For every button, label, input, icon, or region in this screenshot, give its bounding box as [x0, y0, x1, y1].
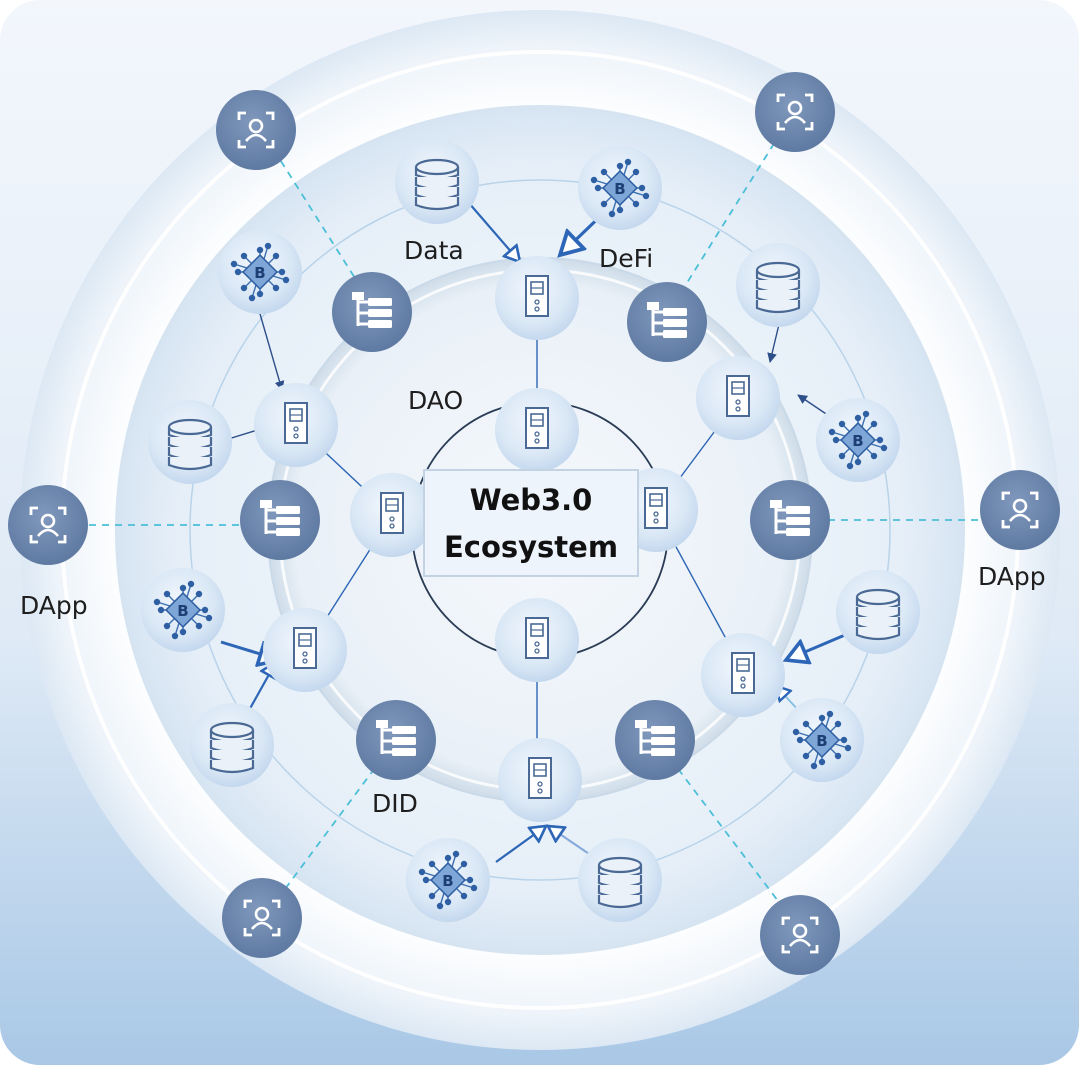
server-icon	[495, 388, 579, 472]
blockchain-b-icon: B	[780, 698, 864, 782]
svg-text:B: B	[852, 432, 863, 450]
blockchain-nodes: B B B B B B	[141, 146, 900, 922]
database-icon	[836, 570, 920, 654]
server-icon	[350, 473, 434, 557]
database-icon	[736, 243, 820, 327]
tree-list-icon	[750, 480, 830, 560]
svg-text:B: B	[816, 732, 827, 750]
server-icon	[696, 356, 780, 440]
tree-list-icon	[240, 480, 320, 560]
svg-text:B: B	[442, 872, 453, 890]
blockchain-b-icon: B	[218, 230, 302, 314]
database-icon	[395, 140, 479, 224]
blockchain-b-icon: B	[406, 838, 490, 922]
database-icon	[148, 400, 232, 484]
tree-nodes	[240, 272, 830, 780]
server-nodes	[254, 256, 785, 822]
svg-text:B: B	[614, 180, 625, 198]
tree-list-icon	[627, 282, 707, 362]
label-defi: DeFi	[599, 244, 653, 273]
server-icon	[498, 738, 582, 822]
server-icon	[254, 383, 338, 467]
user-scan-icon	[755, 72, 835, 152]
database-icon	[190, 703, 274, 787]
blockchain-b-icon: B	[141, 568, 225, 652]
label-dapp-right: DApp	[978, 562, 1046, 591]
center-title-line2: Ecosystem	[444, 530, 618, 564]
label-data: Data	[404, 236, 464, 265]
center-title-line1: Web3.0	[470, 483, 593, 517]
user-scan-icon	[222, 878, 302, 958]
label-dao: DAO	[408, 386, 463, 415]
server-icon	[701, 633, 785, 717]
server-icon	[263, 608, 347, 692]
label-dapp-left: DApp	[20, 591, 88, 620]
label-did: DID	[372, 789, 418, 818]
user-scan-icon	[216, 90, 296, 170]
tree-list-icon	[332, 272, 412, 352]
server-icon	[495, 598, 579, 682]
database-icon	[578, 838, 662, 922]
orbit-line	[189, 179, 891, 881]
user-scan-icon	[8, 485, 88, 565]
user-nodes	[8, 72, 1060, 975]
user-scan-icon	[980, 470, 1060, 550]
blockchain-b-icon: B	[816, 398, 900, 482]
server-icon	[495, 256, 579, 340]
blockchain-b-icon: B	[578, 146, 662, 230]
database-nodes	[148, 140, 920, 922]
svg-text:B: B	[254, 264, 265, 282]
center-panel: Web3.0 Ecosystem	[423, 469, 639, 577]
tree-list-icon	[356, 700, 436, 780]
user-scan-icon	[760, 895, 840, 975]
tree-list-icon	[615, 700, 695, 780]
svg-text:B: B	[177, 602, 188, 620]
